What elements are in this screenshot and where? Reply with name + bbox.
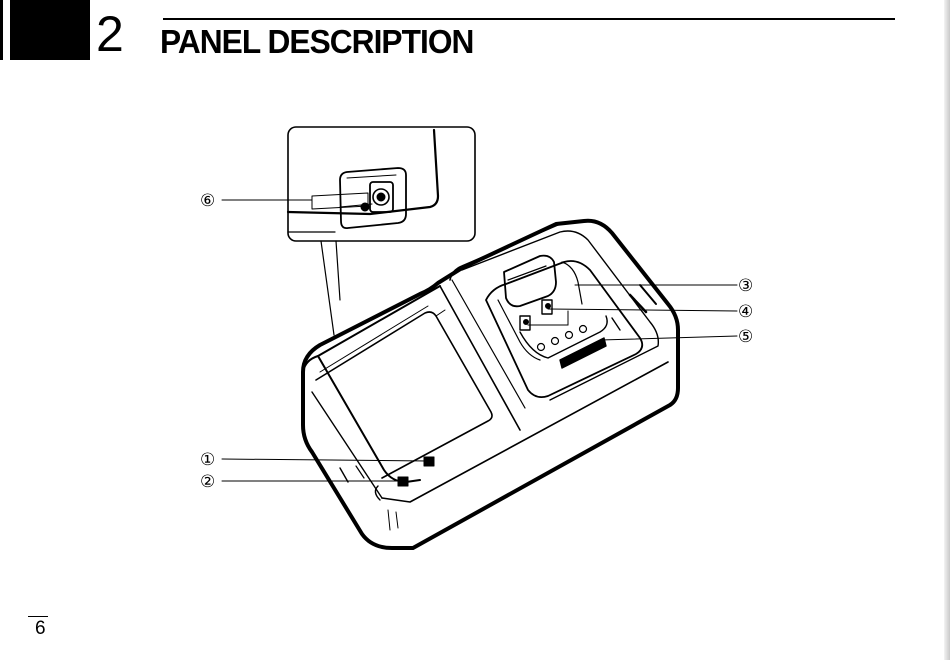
callout-2: ② xyxy=(200,472,215,492)
charger-body xyxy=(303,221,678,548)
callout-3: ③ xyxy=(738,276,753,296)
callout-1: ① xyxy=(200,450,215,470)
leader-lines xyxy=(222,200,737,481)
footer-rule xyxy=(28,616,48,617)
callout-4: ④ xyxy=(738,302,753,322)
callout-5: ⑤ xyxy=(738,327,753,347)
page-number: 6 xyxy=(35,618,46,640)
callout-6: ⑥ xyxy=(200,191,215,211)
inset-detail xyxy=(288,127,475,335)
